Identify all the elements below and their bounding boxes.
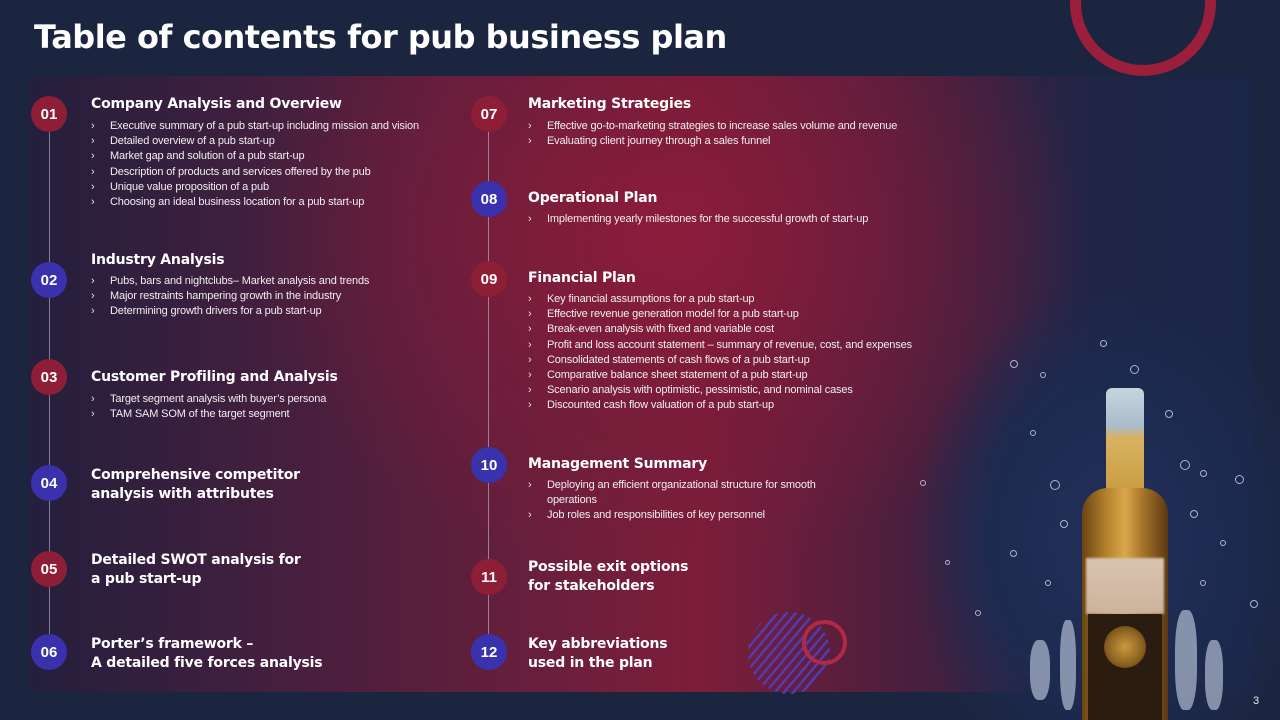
bullet-item: Executive summary of a pub start-up incl… [91, 119, 419, 134]
decorative-ring-top [1070, 0, 1216, 76]
section-number-09: 09 [471, 261, 507, 297]
section-title-competitor-analysis[interactable]: Comprehensive competitor analysis with a… [91, 466, 300, 504]
beer-bottle-image [1082, 388, 1168, 720]
bullet-item: Choosing an ideal business location for … [91, 195, 419, 210]
section-number-06: 06 [31, 634, 67, 670]
section-title-line: used in the plan [528, 655, 653, 671]
bullet-item: Market gap and solution of a pub start-u… [91, 149, 419, 164]
bullet-item: Effective go-to-marketing strategies to … [528, 119, 897, 134]
section-number-05: 05 [31, 551, 67, 587]
section-title-porters-framework[interactable]: Porter’s framework – A detailed five for… [91, 635, 323, 673]
bullet-item: Pubs, bars and nightclubs– Market analys… [91, 274, 369, 289]
slide-title: Table of contents for pub business plan [34, 18, 727, 56]
section-title-financial-plan[interactable]: Financial Plan [528, 270, 636, 286]
section-title-industry-analysis[interactable]: Industry Analysis [91, 252, 225, 268]
section-title-line: Porter’s framework – [91, 636, 254, 652]
section-title-line: analysis with attributes [91, 486, 274, 502]
bullet-item: Major restraints hampering growth in the… [91, 289, 369, 304]
section-number-02: 02 [31, 262, 67, 298]
section-title-line: Key abbreviations [528, 636, 668, 652]
section-title-management-summary[interactable]: Management Summary [528, 456, 708, 472]
bullet-item: Comparative balance sheet statement of a… [528, 368, 912, 383]
section-title-key-abbreviations[interactable]: Key abbreviations used in the plan [528, 635, 668, 673]
section-bullets-03: Target segment analysis with buyer’s per… [91, 392, 326, 423]
section-number-12: 12 [471, 634, 507, 670]
bullet-item: Discounted cash flow valuation of a pub … [528, 398, 912, 413]
section-bullets-02: Pubs, bars and nightclubs– Market analys… [91, 274, 369, 320]
section-number-10: 10 [471, 447, 507, 483]
section-bullets-10: Deploying an efficient organizational st… [528, 478, 828, 524]
section-title-customer-profiling[interactable]: Customer Profiling and Analysis [91, 369, 338, 385]
section-bullets-07: Effective go-to-marketing strategies to … [528, 119, 897, 150]
bottle-neck [1106, 388, 1144, 498]
bullet-item: Effective revenue generation model for a… [528, 307, 912, 322]
bottle-label-blurred [1086, 558, 1164, 614]
bullet-item: Detailed overview of a pub start-up [91, 134, 419, 149]
bullet-item: Target segment analysis with buyer’s per… [91, 392, 326, 407]
bullet-item: Break-even analysis with fixed and varia… [528, 322, 912, 337]
bullet-item: Evaluating client journey through a sale… [528, 134, 897, 149]
timeline-line-right [488, 114, 489, 652]
bullet-item: Deploying an efficient organizational st… [528, 478, 828, 508]
bullet-item: Key financial assumptions for a pub star… [528, 292, 912, 307]
page-number: 3 [1253, 695, 1260, 707]
bottle-crest-icon [1104, 626, 1146, 668]
section-number-01: 01 [31, 96, 67, 132]
bullet-item: TAM SAM SOM of the target segment [91, 407, 326, 422]
section-bullets-09: Key financial assumptions for a pub star… [528, 292, 912, 414]
bullet-item: Determining growth drivers for a pub sta… [91, 304, 369, 319]
section-number-08: 08 [471, 181, 507, 217]
bullet-item: Description of products and services off… [91, 165, 419, 180]
bullet-item: Scenario analysis with optimistic, pessi… [528, 383, 912, 398]
section-title-operational-plan[interactable]: Operational Plan [528, 190, 658, 206]
section-bullets-01: Executive summary of a pub start-up incl… [91, 119, 419, 210]
section-title-line: a pub start-up [91, 571, 202, 587]
decorative-small-ring [802, 620, 847, 665]
section-title-swot-analysis[interactable]: Detailed SWOT analysis for a pub start-u… [91, 551, 301, 589]
section-bullets-08: Implementing yearly milestones for the s… [528, 212, 868, 227]
section-title-line: Possible exit options [528, 559, 689, 575]
bullet-item: Job roles and responsibilities of key pe… [528, 508, 828, 523]
section-title-line: A detailed five forces analysis [91, 655, 323, 671]
section-number-04: 04 [31, 465, 67, 501]
section-number-03: 03 [31, 359, 67, 395]
bullet-item: Implementing yearly milestones for the s… [528, 212, 868, 227]
section-number-11: 11 [471, 559, 507, 595]
section-number-07: 07 [471, 96, 507, 132]
section-title-line: Detailed SWOT analysis for [91, 552, 301, 568]
section-title-line: for stakeholders [528, 578, 655, 594]
bullet-item: Profit and loss account statement – summ… [528, 338, 912, 353]
section-title-exit-options[interactable]: Possible exit options for stakeholders [528, 558, 688, 596]
bullet-item: Unique value proposition of a pub [91, 180, 419, 195]
bullet-item: Consolidated statements of cash flows of… [528, 353, 912, 368]
section-title-company-analysis[interactable]: Company Analysis and Overview [91, 96, 342, 112]
section-title-marketing-strategies[interactable]: Marketing Strategies [528, 96, 692, 112]
section-title-line: Comprehensive competitor [91, 467, 300, 483]
